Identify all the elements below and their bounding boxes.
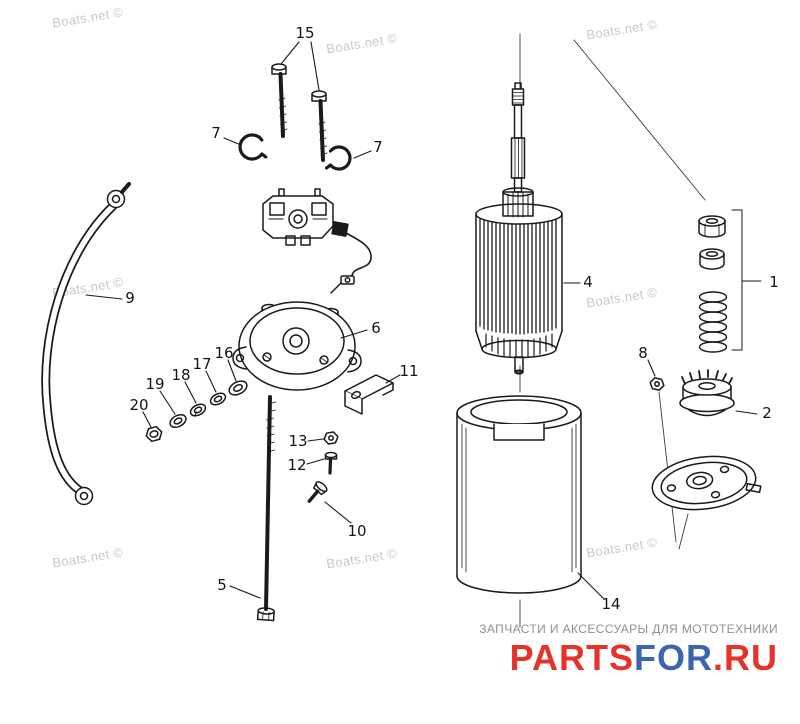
small-fasteners xyxy=(307,431,339,503)
washer-stack xyxy=(145,380,248,443)
logo-parts: PARTS xyxy=(509,637,634,678)
logo-for: FOR xyxy=(634,637,713,678)
part-callout-6: 6 xyxy=(371,319,381,337)
partsfor-logo: PARTSFOR.RU xyxy=(479,640,778,676)
drive-assembly xyxy=(649,209,762,511)
retainer-clip-right xyxy=(324,145,352,171)
part-callout-10: 10 xyxy=(347,522,367,540)
part-callout-13: 13 xyxy=(288,432,308,450)
part-callout-11: 11 xyxy=(399,362,419,380)
part-callout-1: 1 xyxy=(769,273,779,291)
logo-ru: .RU xyxy=(713,637,778,678)
retainer-clip-left xyxy=(238,133,268,161)
footer: ЗАПЧАСТИ И АКСЕССУАРЫ ДЛЯ МОТОТЕХНИКИ PA… xyxy=(479,622,778,676)
leader-lines xyxy=(85,41,758,599)
group-bracket-1 xyxy=(731,209,762,351)
pinion-gear xyxy=(679,369,735,417)
through-bolt xyxy=(256,395,277,622)
lock-nut xyxy=(698,215,726,238)
armature xyxy=(475,82,563,375)
part-callout-5: 5 xyxy=(217,576,227,594)
part-callout-18: 18 xyxy=(171,366,191,384)
drive-end-cap xyxy=(651,455,762,511)
part-callout-16: 16 xyxy=(214,344,234,362)
part-callout-8: 8 xyxy=(638,344,648,362)
part-callout-2: 2 xyxy=(762,404,772,422)
part-callout-15: 15 xyxy=(295,24,315,42)
footer-tagline: ЗАПЧАСТИ И АКСЕССУАРЫ ДЛЯ МОТОТЕХНИКИ xyxy=(479,622,778,636)
battery-cable xyxy=(41,182,131,506)
mounting-bolts xyxy=(271,63,328,162)
brush-plate xyxy=(262,188,334,246)
brush-with-lead xyxy=(330,221,372,294)
part-callout-9: 9 xyxy=(125,289,135,307)
part-callout-7: 7 xyxy=(211,124,221,142)
part-callout-12: 12 xyxy=(287,456,307,474)
part-callout-4: 4 xyxy=(583,273,593,291)
part-callout-20: 20 xyxy=(129,396,149,414)
part-callout-7: 7 xyxy=(373,138,383,156)
bracket xyxy=(344,374,394,415)
starter-frame xyxy=(456,395,582,594)
spacer-bushing xyxy=(699,248,725,270)
small-nut-8 xyxy=(649,377,665,391)
part-callout-14: 14 xyxy=(601,595,621,613)
end-cap xyxy=(232,301,362,391)
drive-spring xyxy=(698,291,728,353)
part-callout-19: 19 xyxy=(145,375,165,393)
part-callout-17: 17 xyxy=(192,355,212,373)
